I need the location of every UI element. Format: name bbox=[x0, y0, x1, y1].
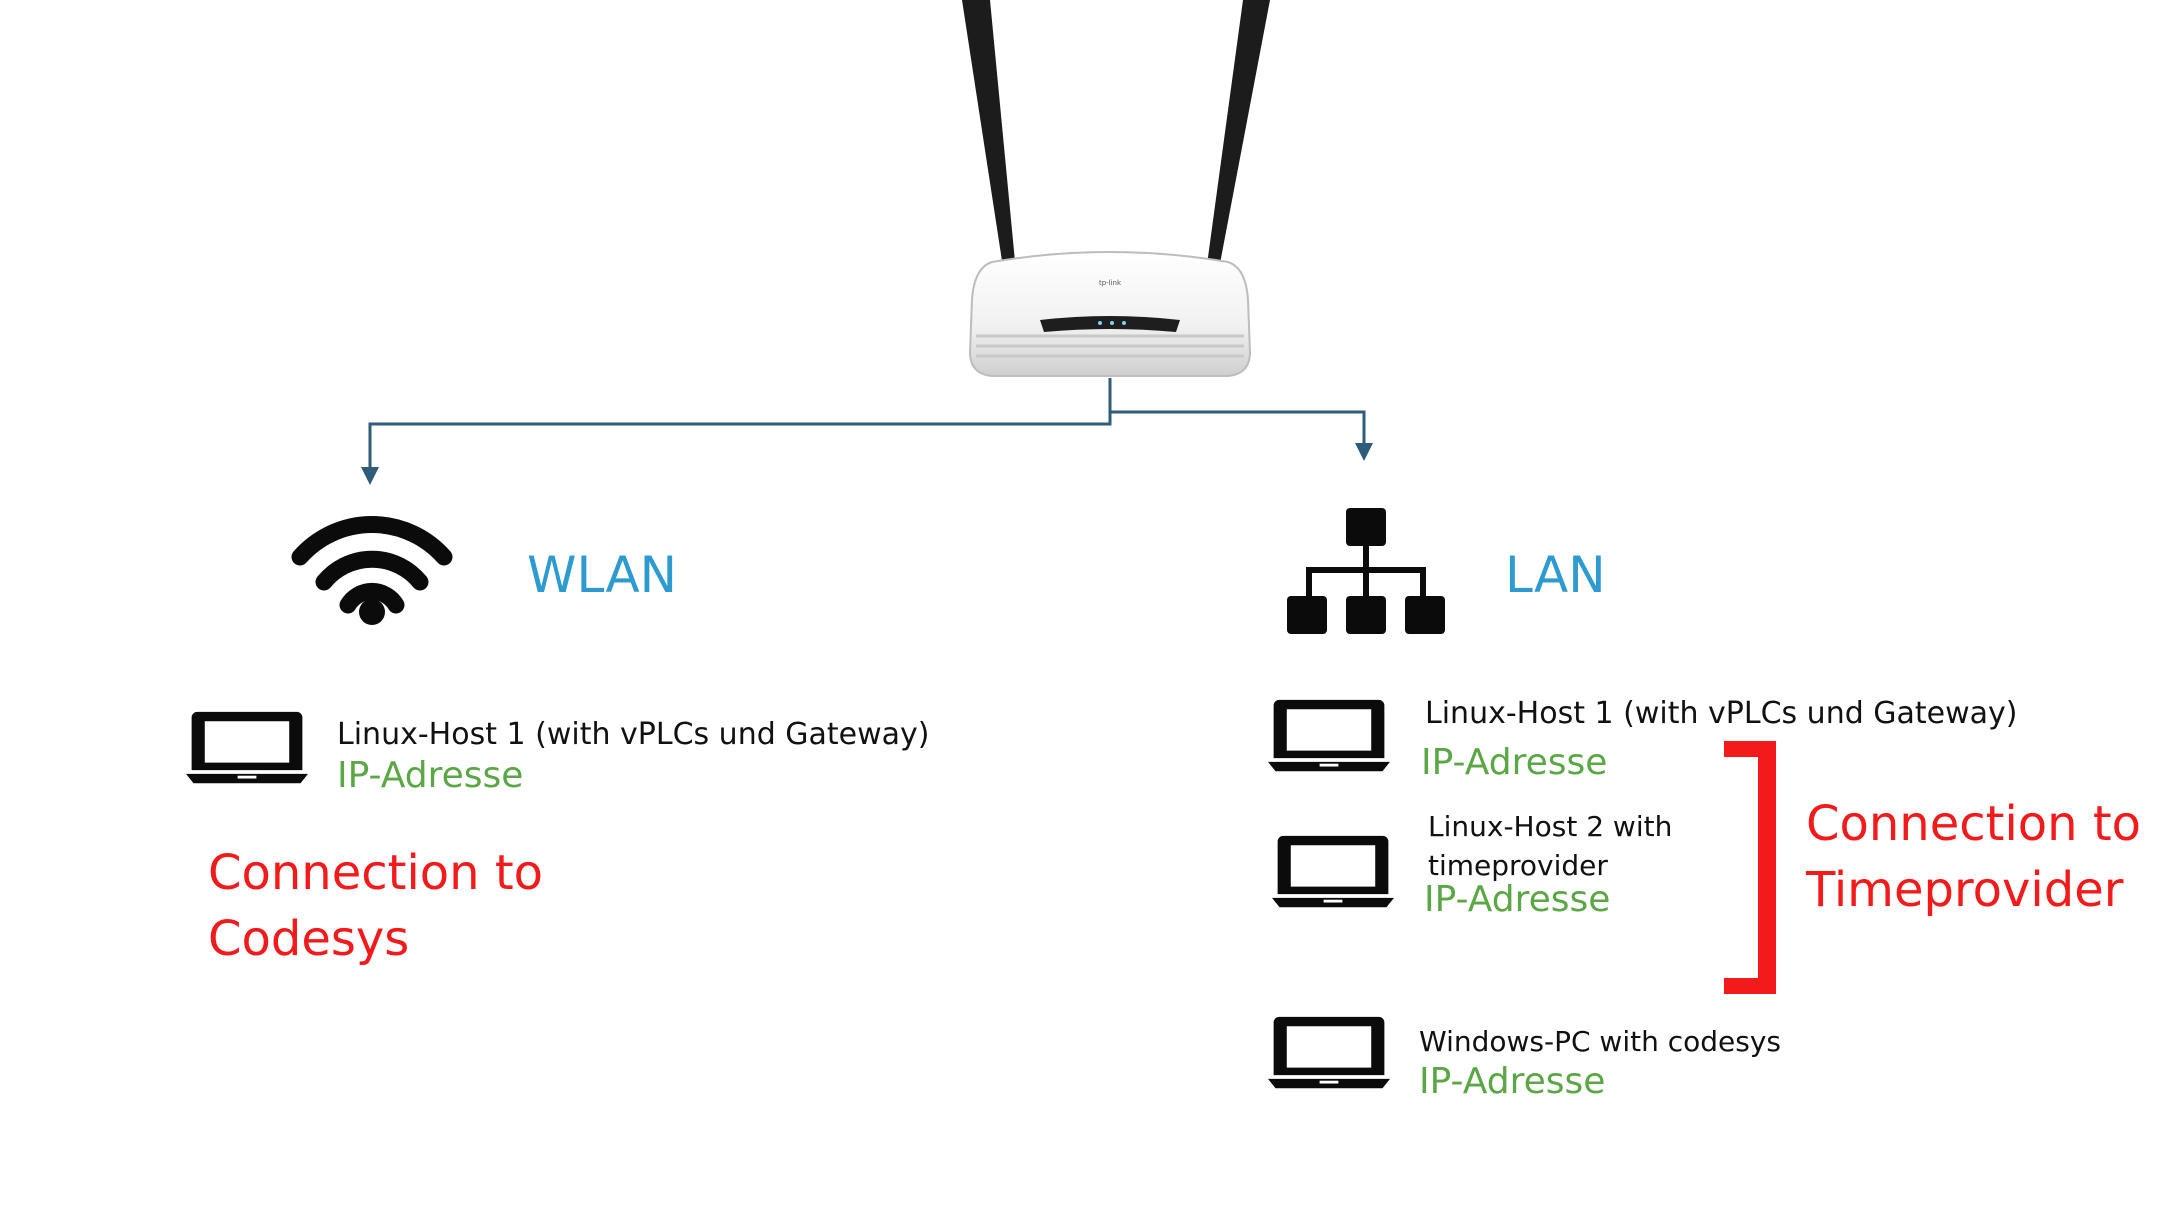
wlan-host-1-ip: IP-Adresse bbox=[337, 755, 523, 796]
wlan-title: WLAN bbox=[527, 546, 677, 604]
wlan-connection-note-line-2: Codesys bbox=[208, 911, 409, 967]
lan-host-2-name-line-1: Linux-Host 2 with bbox=[1428, 810, 1672, 843]
network-hierarchy-icon bbox=[1287, 508, 1445, 634]
connector-to-lan bbox=[1110, 410, 1373, 461]
lan-connection-note-line-2: Timeprovider bbox=[1805, 862, 2124, 918]
lan-host-2-ip: IP-Adresse bbox=[1424, 879, 1610, 920]
lan-host-1-ip: IP-Adresse bbox=[1421, 742, 1607, 783]
connector-to-wlan bbox=[361, 378, 1112, 485]
lan-host-1-name: Linux-Host 1 (with vPLCs und Gateway) bbox=[1425, 696, 2018, 731]
timeprovider-bracket bbox=[1724, 741, 1776, 994]
router-icon: tp-link bbox=[962, 0, 1270, 377]
lan-host-2-name-line-2: timeprovider bbox=[1428, 849, 1608, 882]
lan-section: LAN Linux-Host 1 (with vPLCs und Gateway… bbox=[1268, 508, 2141, 1102]
laptop-icon bbox=[186, 711, 308, 784]
wlan-section: WLAN Linux-Host 1 (with vPLCs und Gatewa… bbox=[186, 516, 930, 967]
lan-host-3-name: Windows-PC with codesys bbox=[1419, 1025, 1781, 1058]
router-brand-mark: tp-link bbox=[1099, 279, 1122, 287]
laptop-icon bbox=[1268, 699, 1390, 772]
wlan-connection-note-line-1: Connection to bbox=[208, 845, 543, 901]
router-antenna-right bbox=[1206, 0, 1270, 274]
router-antenna-left bbox=[962, 0, 1016, 274]
wlan-host-1-name: Linux-Host 1 (with vPLCs und Gateway) bbox=[337, 717, 930, 752]
lan-title: LAN bbox=[1505, 546, 1606, 604]
laptop-icon bbox=[1268, 1016, 1390, 1089]
lan-host-3-ip: IP-Adresse bbox=[1419, 1061, 1605, 1102]
laptop-icon bbox=[1272, 835, 1394, 908]
wifi-icon bbox=[291, 516, 453, 625]
router-connector-lines bbox=[361, 378, 1373, 485]
lan-connection-note-line-1: Connection to bbox=[1806, 796, 2141, 852]
